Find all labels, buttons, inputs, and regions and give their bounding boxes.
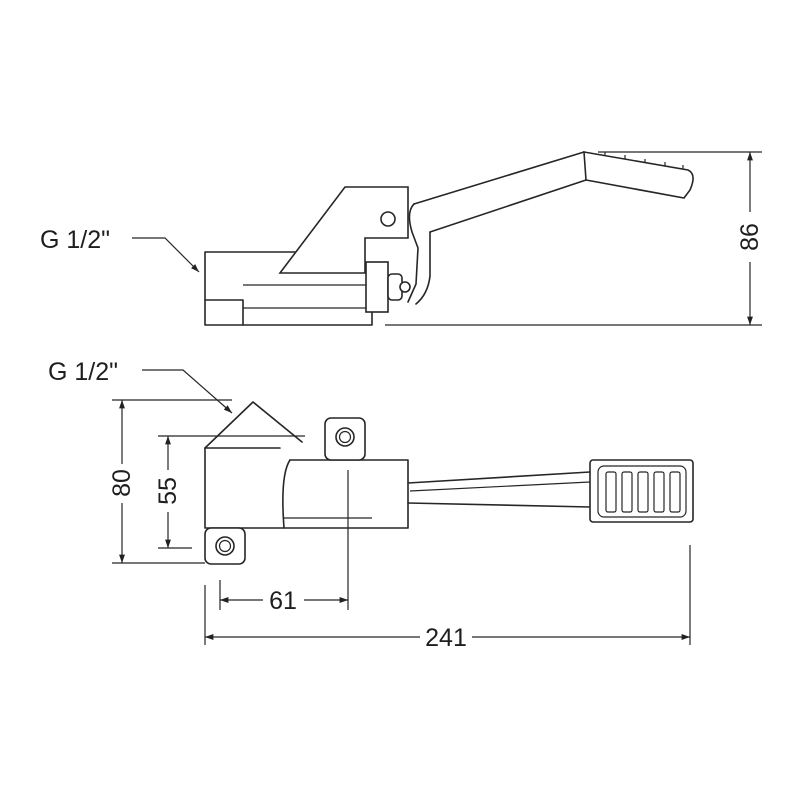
plan-inlet-triangle xyxy=(204,401,303,449)
side-valve-nut xyxy=(365,261,389,313)
plan-top-lug-hole-outer xyxy=(335,427,355,447)
dim-86-label: 86 xyxy=(736,223,764,251)
plan-rod-bottom xyxy=(407,502,591,508)
side-lever-hook-inner xyxy=(415,231,431,305)
plan-thread-leader xyxy=(142,369,233,414)
plan-top-lug-hole-inner xyxy=(338,430,352,444)
plan-body-outline xyxy=(204,447,409,529)
plan-pedal-slot xyxy=(669,471,681,513)
plan-rod-highlight xyxy=(409,481,591,492)
plan-pedal-inner xyxy=(597,465,687,518)
plan-bottom-lug-hole-outer xyxy=(215,536,235,556)
dim-55-label: 55 xyxy=(154,477,182,505)
dim-80-label: 80 xyxy=(108,469,136,497)
plan-thread-label: G 1/2" xyxy=(48,358,118,386)
side-lever-hook-outer xyxy=(407,203,419,303)
plan-pedal-slot xyxy=(605,471,617,513)
plan-bottom-lug-hole-inner xyxy=(218,539,232,553)
side-pedal-treads xyxy=(604,152,684,169)
plan-pedal-slot xyxy=(653,471,665,513)
plan-pedal-slot xyxy=(621,471,633,513)
side-housing xyxy=(278,186,409,274)
side-thread-label: G 1/2" xyxy=(40,226,110,254)
side-view: 86 G 1/2" xyxy=(40,151,764,326)
side-pivot-hole xyxy=(380,211,396,227)
side-lever-top-edge xyxy=(413,151,585,205)
plan-pedal-slot xyxy=(637,471,649,513)
dim-241-label: 241 xyxy=(425,624,467,652)
side-valve-cap xyxy=(399,281,411,293)
plan-cylinder-edge xyxy=(282,459,291,529)
plan-view: G 1/2" 80 55 61 241 xyxy=(48,358,694,652)
dim-61-label: 61 xyxy=(269,587,297,615)
side-pedal xyxy=(583,151,694,199)
plan-rod-top xyxy=(407,471,591,484)
side-body-notch xyxy=(204,299,244,326)
side-thread-leader xyxy=(132,237,200,273)
side-lever-bottom-edge xyxy=(429,179,587,233)
